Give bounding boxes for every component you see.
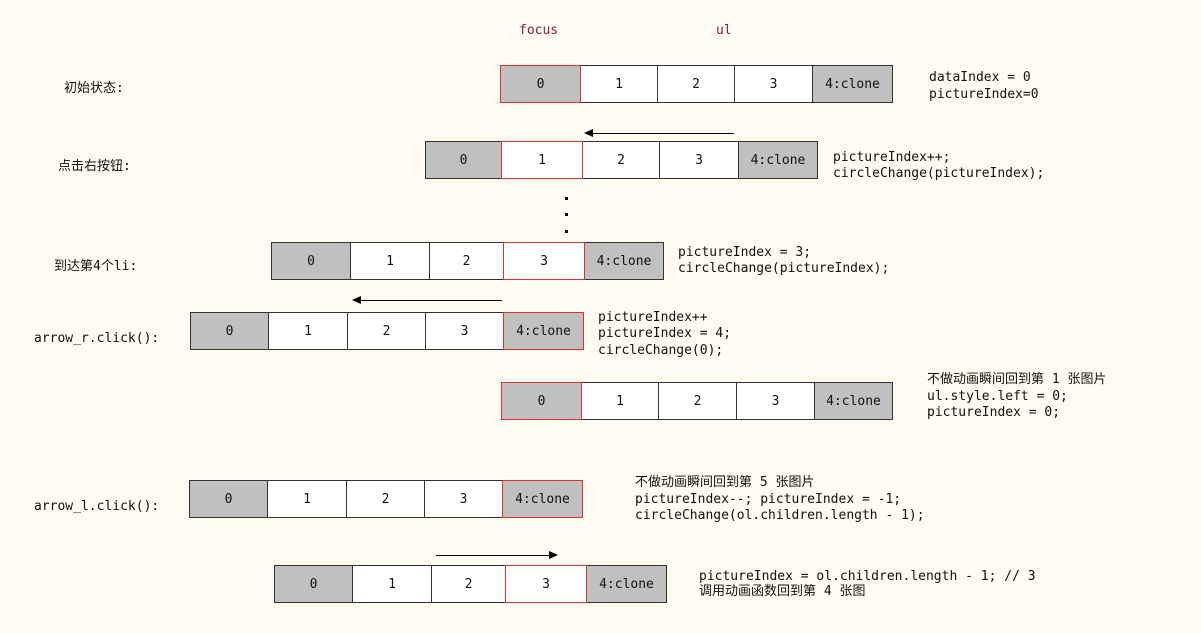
strip-animate-back: 0 1 2 3 4:clone xyxy=(274,565,667,603)
note-animate-back-1: pictureIndex = ol.children.length - 1; /… xyxy=(699,569,1036,584)
strip-reset: 0 1 2 3 4:clone xyxy=(501,382,893,420)
note-reset-3: pictureIndex = 0; xyxy=(927,405,1061,420)
label-click-right: 点击右按钮: xyxy=(58,159,131,174)
label-reach-4th-li: 到达第4个li: xyxy=(54,259,138,274)
cell-3: 3 xyxy=(505,565,587,603)
cell-3: 3 xyxy=(734,65,813,103)
cell-1: 1 xyxy=(268,312,348,350)
cell-2: 2 xyxy=(582,141,660,179)
cell-1: 1 xyxy=(267,480,347,518)
cell-clone: 4:clone xyxy=(812,65,893,103)
cell-clone: 4:clone xyxy=(586,565,667,603)
note-arrow-r-2: pictureIndex = 4; xyxy=(598,326,732,341)
note-initial-2: pictureIndex=0 xyxy=(929,87,1039,102)
cell-1: 1 xyxy=(350,242,430,280)
focus-header: focus xyxy=(519,23,559,38)
note-reset-1: 不做动画瞬间回到第 1 张图片 xyxy=(927,372,1107,387)
continuation-dot xyxy=(565,213,568,216)
cell-0: 0 xyxy=(189,480,268,518)
cell-3: 3 xyxy=(503,242,585,280)
label-arrow-l-click: arrow_l.click(): xyxy=(34,499,160,514)
cell-3: 3 xyxy=(424,480,503,518)
strip-initial: 0 1 2 3 4:clone xyxy=(500,65,893,103)
cell-2: 2 xyxy=(431,565,506,603)
cell-1: 1 xyxy=(501,141,583,179)
cell-0: 0 xyxy=(271,242,351,280)
continuation-dot xyxy=(565,230,568,233)
cell-3: 3 xyxy=(736,382,815,420)
cell-clone: 4:clone xyxy=(503,312,584,350)
continuation-dot xyxy=(565,197,568,200)
note-arrow-l-3: circleChange(ol.children.length - 1); xyxy=(635,508,925,523)
note-animate-back-2: 调用动画函数回到第 4 张图 xyxy=(699,584,866,599)
label-initial-state: 初始状态: xyxy=(64,81,124,96)
cell-1: 1 xyxy=(580,65,658,103)
note-click-right-1: pictureIndex++; xyxy=(833,150,951,165)
ul-header: ul xyxy=(716,23,732,38)
cell-2: 2 xyxy=(657,65,735,103)
cell-2: 2 xyxy=(429,242,504,280)
note-initial-1: dataIndex = 0 xyxy=(929,70,1031,85)
cell-2: 2 xyxy=(658,382,737,420)
note-reach-4th-1: pictureIndex = 3; xyxy=(678,245,812,260)
note-arrow-l-1: 不做动画瞬间回到第 5 张图片 xyxy=(635,475,815,490)
cell-1: 1 xyxy=(352,565,432,603)
note-arrow-r-1: pictureIndex++ xyxy=(598,310,708,325)
arrow-right xyxy=(436,551,558,559)
cell-0: 0 xyxy=(500,65,581,103)
cell-0: 0 xyxy=(501,382,582,420)
cell-clone: 4:clone xyxy=(502,480,583,518)
note-arrow-r-3: circleChange(0); xyxy=(598,343,724,358)
arrow-left-2 xyxy=(352,296,502,304)
label-arrow-r-click: arrow_r.click(): xyxy=(34,331,160,346)
cell-clone: 4:clone xyxy=(584,242,664,280)
note-reach-4th-2: circleChange(pictureIndex); xyxy=(678,261,890,276)
cell-0: 0 xyxy=(190,312,269,350)
cell-3: 3 xyxy=(425,312,504,350)
arrow-left-1 xyxy=(584,129,734,137)
cell-0: 0 xyxy=(425,141,502,179)
strip-click-right: 0 1 2 3 4:clone xyxy=(425,141,818,179)
note-arrow-l-2: pictureIndex--; pictureIndex = -1; xyxy=(635,492,902,507)
note-click-right-2: circleChange(pictureIndex); xyxy=(833,166,1045,181)
strip-reach-4th: 0 1 2 3 4:clone xyxy=(271,242,664,280)
note-reset-2: ul.style.left = 0; xyxy=(927,389,1068,404)
cell-clone: 4:clone xyxy=(814,382,893,420)
strip-arrow-l: 0 1 2 3 4:clone xyxy=(189,480,583,518)
cell-1: 1 xyxy=(581,382,659,420)
cell-2: 2 xyxy=(347,312,426,350)
cell-3: 3 xyxy=(659,141,739,179)
cell-0: 0 xyxy=(274,565,353,603)
strip-arrow-r: 0 1 2 3 4:clone xyxy=(190,312,584,350)
cell-clone: 4:clone xyxy=(738,141,818,179)
cell-2: 2 xyxy=(346,480,425,518)
